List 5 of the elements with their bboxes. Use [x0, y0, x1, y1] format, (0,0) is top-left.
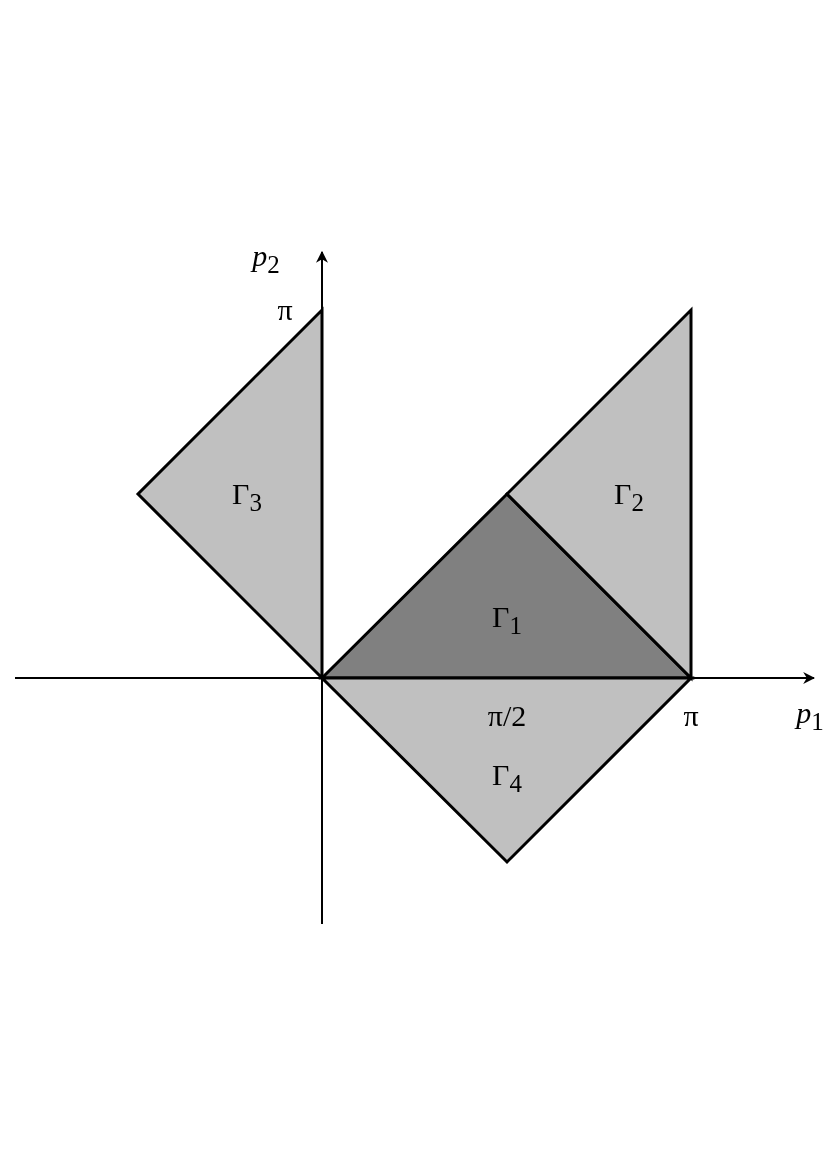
axis-label: p$_{1}$ [796, 698, 824, 734]
axis-label: p$_{2}$ [252, 241, 280, 277]
tick-label: π/2 [487, 701, 527, 731]
region-label: Γ$_{4}$ [492, 760, 522, 796]
tick-label: π [683, 701, 699, 731]
